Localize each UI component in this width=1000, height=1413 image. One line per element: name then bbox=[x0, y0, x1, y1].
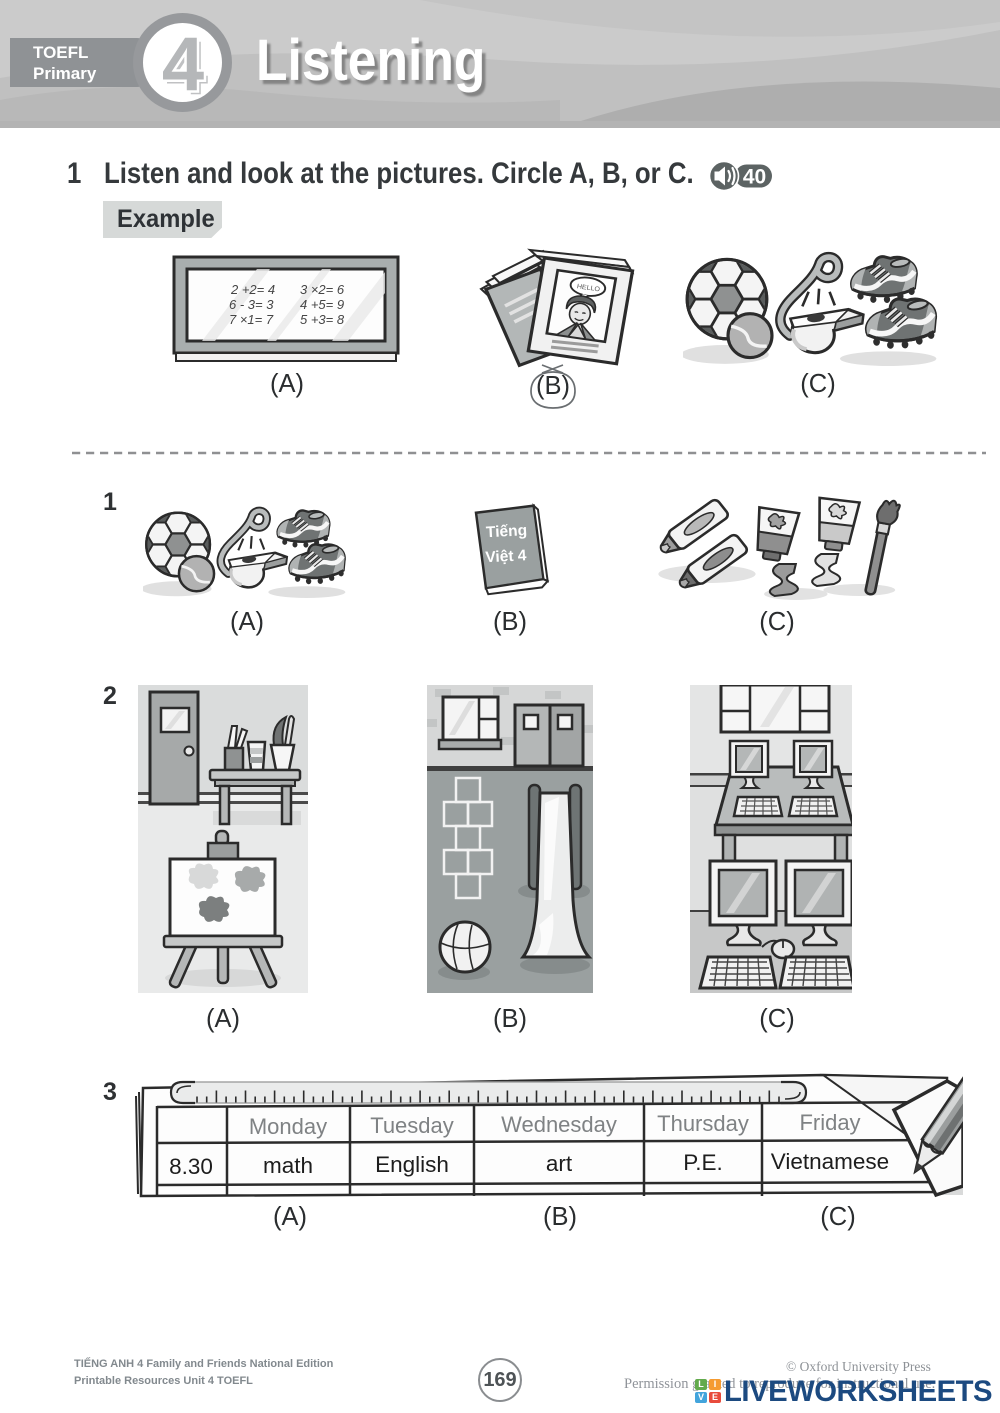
svg-text:art: art bbox=[546, 1151, 573, 1176]
svg-text:6 - 3= 3: 6 - 3= 3 bbox=[229, 297, 274, 312]
svg-text:40: 40 bbox=[743, 166, 766, 189]
svg-text:English: English bbox=[375, 1152, 449, 1177]
svg-text:P.E.: P.E. bbox=[683, 1150, 723, 1175]
svg-text:Tiếng: Tiếng bbox=[486, 522, 528, 541]
svg-text:2 +2= 4: 2 +2= 4 bbox=[230, 282, 275, 297]
svg-text:Wednesday: Wednesday bbox=[501, 1112, 617, 1137]
svg-text:4: 4 bbox=[162, 22, 204, 107]
svg-text:5 +3= 8: 5 +3= 8 bbox=[300, 312, 345, 327]
svg-text:3 ×2= 6: 3 ×2= 6 bbox=[300, 282, 345, 297]
svg-text:8.30: 8.30 bbox=[169, 1154, 213, 1179]
svg-text:7 ×1= 7: 7 ×1= 7 bbox=[229, 312, 274, 327]
svg-text:Vietnamese: Vietnamese bbox=[771, 1149, 889, 1174]
svg-text:math: math bbox=[263, 1153, 313, 1178]
svg-text:4: 4 bbox=[166, 26, 208, 111]
svg-text:4 +5= 9: 4 +5= 9 bbox=[300, 297, 344, 312]
svg-text:Friday: Friday bbox=[799, 1110, 860, 1135]
svg-text:Monday: Monday bbox=[249, 1114, 327, 1139]
svg-text:HELLO: HELLO bbox=[576, 283, 600, 293]
svg-text:Việt 4: Việt 4 bbox=[485, 547, 527, 566]
svg-text:Thursday: Thursday bbox=[657, 1111, 749, 1136]
svg-text:Tuesday: Tuesday bbox=[370, 1113, 454, 1138]
